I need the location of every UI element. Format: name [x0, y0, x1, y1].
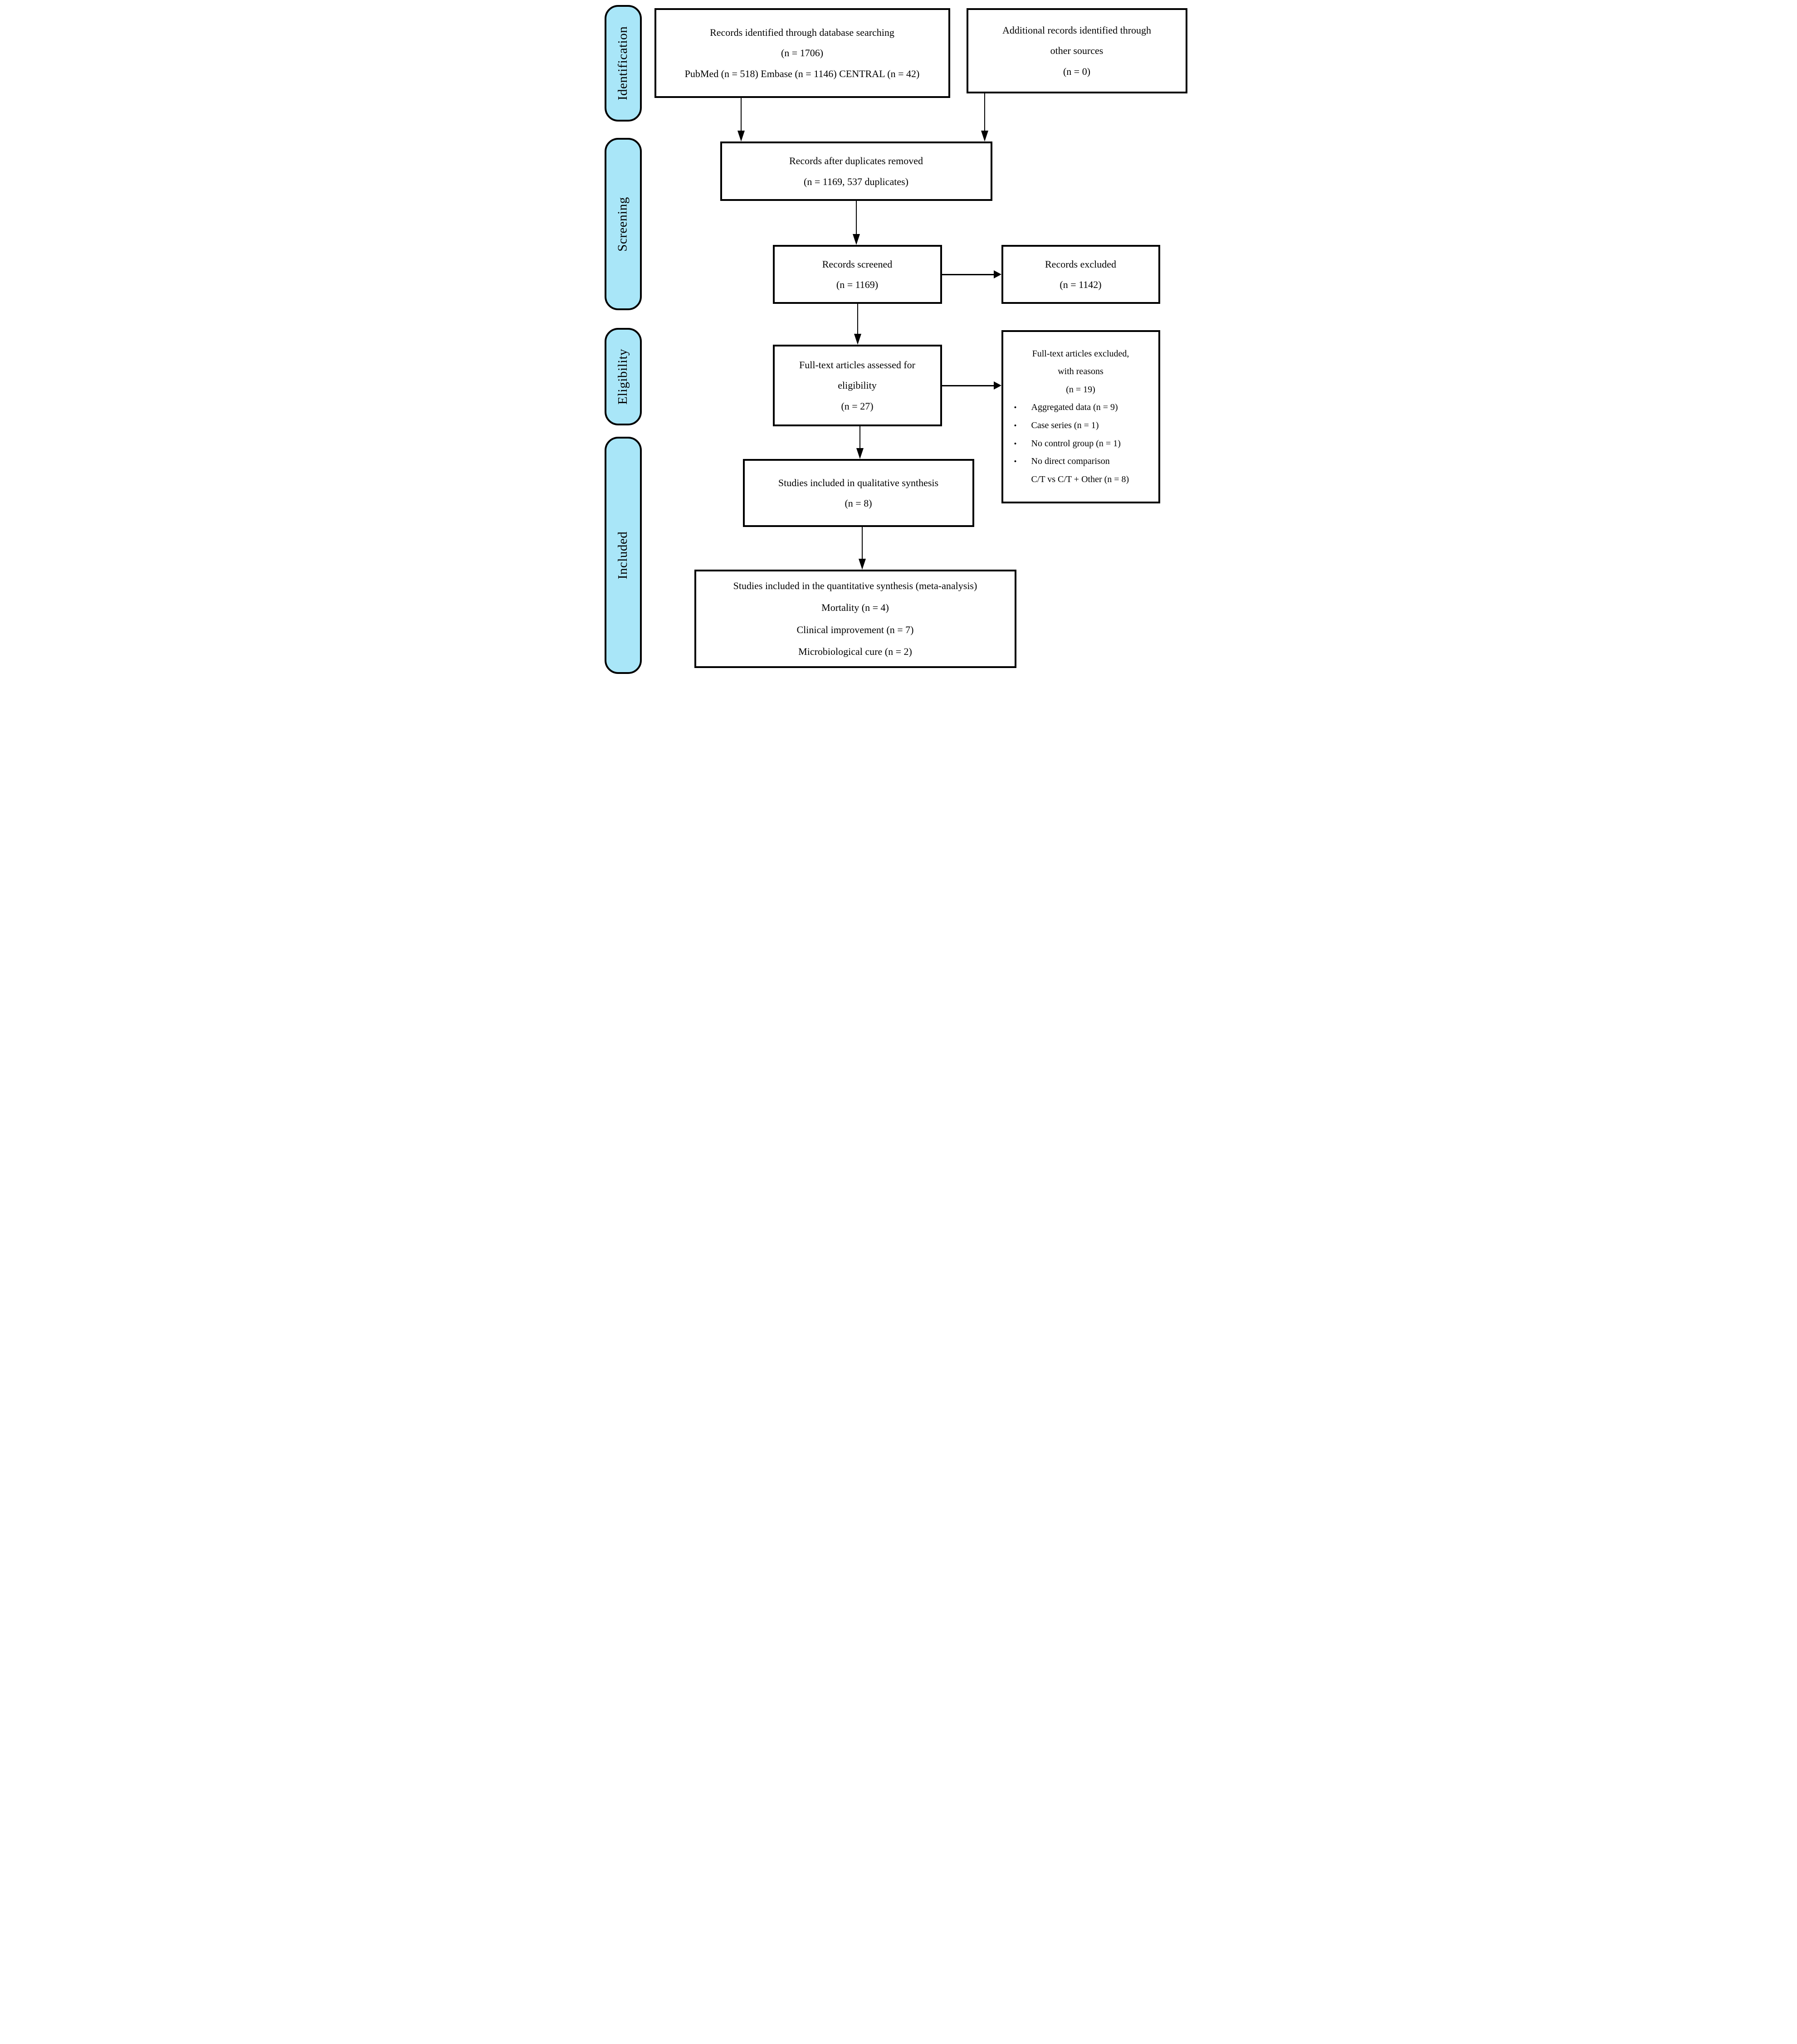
records-excluded-count: (n = 1142): [1060, 279, 1102, 290]
quantitative-clinical: Clinical improvement (n = 7): [796, 624, 914, 635]
box-quantitative-synthesis: Studies included in the quantitative syn…: [694, 570, 1016, 668]
bullet-icon: •: [1014, 439, 1017, 448]
exclusion-reason-text: No direct comparison: [1031, 456, 1110, 467]
stage-eligibility: Eligibility: [604, 328, 642, 425]
arrow-screened-to-fulltext: [853, 304, 862, 345]
bullet-icon: •: [1014, 421, 1017, 430]
exclusion-reason-text: Aggregated data (n = 9): [1031, 402, 1118, 413]
qualitative-line1: Studies included in qualitative synthesi…: [778, 477, 939, 488]
exclusion-reason-item: • No control group (n = 1): [1007, 435, 1155, 453]
stage-screening-label: Screening: [615, 196, 630, 252]
arrow-down-head: [981, 131, 988, 141]
records-identified-sources: PubMed (n = 518) Embase (n = 1146) CENTR…: [684, 68, 920, 79]
records-excluded-line1: Records excluded: [1045, 258, 1116, 270]
arrow-identified-to-duplicates: [737, 98, 746, 141]
arrow-down-head: [856, 448, 864, 459]
arrow-fulltext-to-excluded: [942, 381, 1001, 390]
exclusion-reason-item: • Case series (n = 1): [1007, 417, 1155, 435]
box-duplicates-removed: Records after duplicates removed (n = 11…: [720, 141, 992, 201]
arrow-additional-to-duplicates: [980, 93, 989, 141]
box-fulltext-assessed: Full-text articles assessed for eligibil…: [772, 345, 942, 426]
quantitative-mortality: Mortality (n = 4): [821, 602, 889, 614]
records-identified-count: (n = 1706): [781, 47, 824, 59]
box-records-excluded: Records excluded (n = 1142): [1001, 245, 1160, 304]
duplicates-removed-line1: Records after duplicates removed: [789, 155, 923, 167]
arrow-right-head: [993, 270, 1001, 278]
arrow-shaft: [855, 201, 857, 237]
arrow-shaft: [984, 93, 985, 133]
fulltext-assessed-count: (n = 27): [841, 400, 874, 412]
fulltext-excluded-header1: Full-text articles excluded,: [1032, 348, 1129, 359]
arrow-down-head: [854, 334, 861, 345]
fulltext-assessed-line1: Full-text articles assessed for: [799, 359, 915, 371]
exclusion-reason-item: • Aggregated data (n = 9): [1007, 399, 1155, 417]
arrow-qualitative-to-quantitative: [858, 527, 867, 570]
exclusion-reason-item: • No direct comparison: [1007, 453, 1155, 471]
stage-identification: Identification: [604, 5, 642, 122]
quantitative-microbiological: Microbiological cure (n = 2): [798, 645, 912, 657]
box-records-identified: Records identified through database sear…: [654, 8, 950, 98]
arrow-right-head: [993, 381, 1001, 390]
prisma-flow-diagram: Identification Screening Eligibility Inc…: [599, 0, 1198, 682]
fulltext-excluded-count: (n = 19): [1066, 384, 1095, 395]
arrow-duplicates-to-screened: [852, 201, 861, 245]
arrow-shaft: [740, 98, 742, 133]
arrow-shaft: [942, 274, 995, 275]
stage-included-label: Included: [615, 531, 630, 580]
quantitative-line1: Studies included in the quantitative syn…: [733, 580, 977, 591]
exclusion-reason-text: Case series (n = 1): [1031, 420, 1099, 430]
records-screened-count: (n = 1169): [836, 279, 879, 290]
fulltext-assessed-line2: eligibility: [838, 380, 877, 391]
qualitative-count: (n = 8): [845, 498, 872, 509]
arrow-screened-to-excluded: [942, 270, 1001, 279]
box-qualitative-synthesis: Studies included in qualitative synthesi…: [742, 459, 974, 527]
exclusion-reason-text: No control group (n = 1): [1031, 438, 1121, 449]
arrow-down-head: [858, 559, 866, 570]
records-identified-line1: Records identified through database sear…: [710, 27, 894, 39]
arrow-shaft: [857, 304, 858, 337]
arrow-shaft: [861, 527, 863, 561]
arrow-fulltext-to-qualitative: [855, 426, 864, 459]
additional-records-line1: Additional records identified through: [1002, 24, 1152, 36]
fulltext-excluded-header2: with reasons: [1058, 366, 1104, 377]
additional-records-line2: other sources: [1050, 45, 1104, 57]
stage-included: Included: [604, 437, 642, 674]
box-additional-records: Additional records identified through ot…: [966, 8, 1187, 93]
stage-screening: Screening: [604, 138, 642, 310]
stage-eligibility-label: Eligibility: [615, 348, 630, 405]
additional-records-count: (n = 0): [1063, 65, 1091, 77]
exclusion-reason-continuation: C/T vs C/T + Other (n = 8): [1031, 474, 1129, 484]
stage-identification-label: Identification: [615, 26, 630, 101]
bullet-icon: •: [1014, 457, 1017, 466]
arrow-shaft: [859, 426, 860, 451]
box-fulltext-excluded: Full-text articles excluded, with reason…: [1001, 330, 1160, 503]
bullet-icon: •: [1014, 403, 1017, 412]
records-screened-line1: Records screened: [822, 258, 893, 270]
arrow-shaft: [942, 385, 995, 386]
arrow-down-head: [737, 131, 745, 141]
duplicates-removed-count: (n = 1169, 537 duplicates): [804, 176, 908, 187]
box-records-screened: Records screened (n = 1169): [772, 245, 942, 304]
arrow-down-head: [852, 234, 860, 245]
